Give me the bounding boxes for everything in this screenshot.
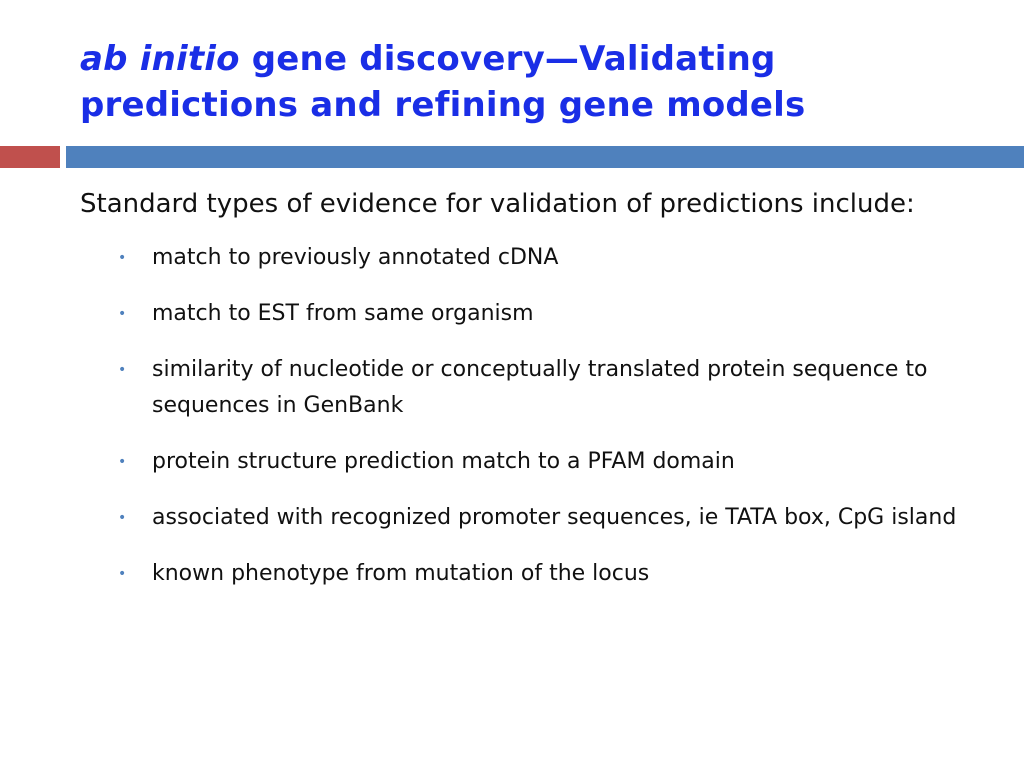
list-item-text: protein structure prediction match to a …: [152, 449, 735, 474]
list-item: • associated with recognized promoter seq…: [80, 500, 960, 536]
list-item-text: match to EST from same organism: [152, 301, 534, 326]
list-item: • protein structure prediction match to a…: [80, 444, 960, 480]
bullet-icon: •: [118, 510, 127, 526]
title-rest-part: gene discovery—Validating predictions an…: [80, 39, 806, 125]
list-item-text: associated with recognized promoter sequ…: [152, 505, 957, 530]
title-italic-part: ab initio: [80, 39, 240, 79]
list-item-text: match to previously annotated cDNA: [152, 245, 559, 270]
divider-accent-bar: [0, 146, 60, 168]
list-item-text: similarity of nucleotide or conceptually…: [152, 357, 928, 418]
slide-body: Standard types of evidence for validatio…: [80, 184, 960, 612]
divider-main-bar: [66, 146, 1024, 168]
evidence-list: • match to previously annotated cDNA • mat…: [80, 240, 960, 592]
bullet-icon: •: [118, 362, 127, 378]
list-item: • known phenotype from mutation of the lo…: [80, 556, 960, 592]
list-item-text: known phenotype from mutation of the loc…: [152, 561, 650, 586]
bullet-icon: •: [118, 306, 127, 322]
bullet-icon: •: [118, 566, 127, 582]
list-item: • match to previously annotated cDNA: [80, 240, 960, 276]
bullet-icon: •: [118, 454, 127, 470]
bullet-icon: •: [118, 250, 127, 266]
list-item: • match to EST from same organism: [80, 296, 960, 332]
list-item: • similarity of nucleotide or conceptuall…: [80, 352, 960, 424]
slide-title: ab initio gene discovery—Validating pred…: [80, 36, 980, 128]
lead-paragraph: Standard types of evidence for validatio…: [80, 189, 915, 219]
